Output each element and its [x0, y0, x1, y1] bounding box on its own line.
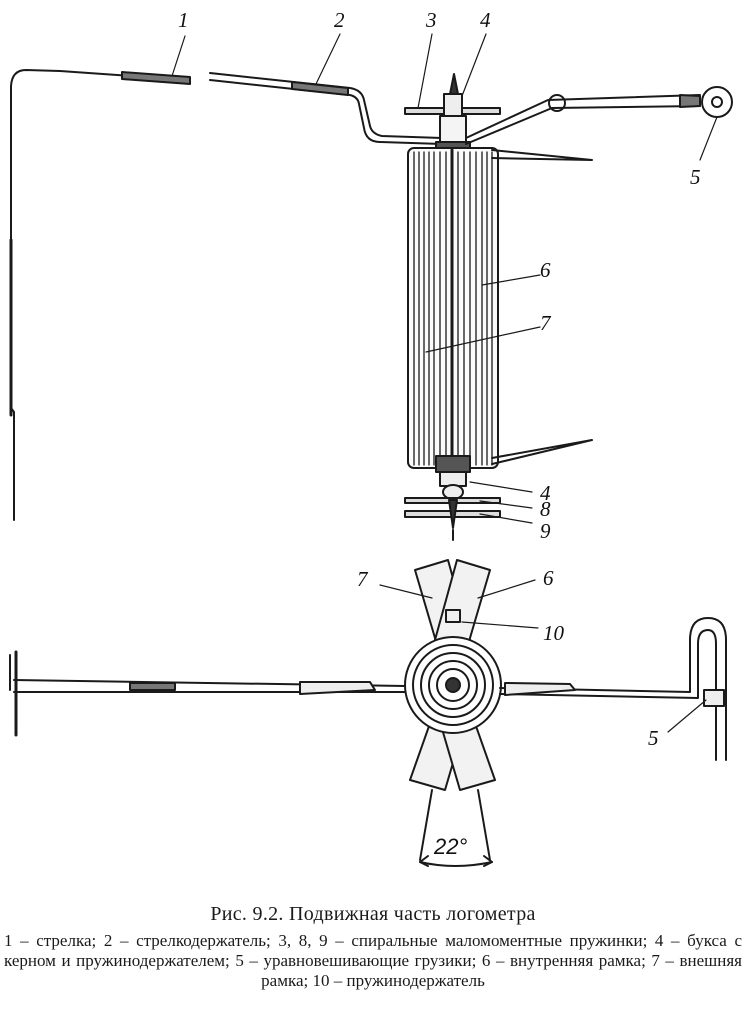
balance-weight-top	[465, 86, 733, 145]
label-4-top: 4	[480, 8, 491, 32]
label-7-bottom: 7	[357, 567, 369, 591]
label-5-top: 5	[690, 165, 701, 189]
spiral-springs-bottom	[404, 609, 502, 734]
angle-marker	[419, 789, 493, 867]
figure-legend: 1 – стрелка; 2 – стрелкодержатель; 3, 8,…	[4, 931, 742, 990]
figure-title: Рис. 9.2. Подвижная часть логометра	[210, 903, 536, 925]
pointer-bottom	[9, 650, 406, 737]
label-5-bottom: 5	[648, 726, 659, 750]
logometer-drawing: 1 2 3 4 5 6 7 4 8 9 7 6 10 5 22°	[9, 8, 733, 867]
balance-arm-bottom	[499, 617, 727, 761]
callout-labels: 1 2 3 4 5 6 7 4 8 9 7 6 10 5 22°	[178, 8, 701, 859]
label-7-top: 7	[540, 311, 552, 335]
label-10: 10	[543, 621, 565, 645]
label-6-top: 6	[540, 258, 551, 282]
label-1: 1	[178, 8, 189, 32]
label-4-bottom: 4	[540, 481, 551, 505]
label-8: 8	[540, 497, 551, 521]
pointer-holder-part	[209, 72, 443, 145]
bushing-bottom	[404, 455, 501, 541]
angle-label: 22°	[433, 834, 467, 859]
label-2: 2	[334, 8, 345, 32]
pointer-part	[9, 69, 191, 521]
label-3: 3	[425, 8, 437, 32]
label-9: 9	[540, 519, 551, 543]
label-6-bottom: 6	[543, 566, 554, 590]
leader-lines	[171, 33, 718, 733]
frame-coils-top	[407, 147, 593, 469]
